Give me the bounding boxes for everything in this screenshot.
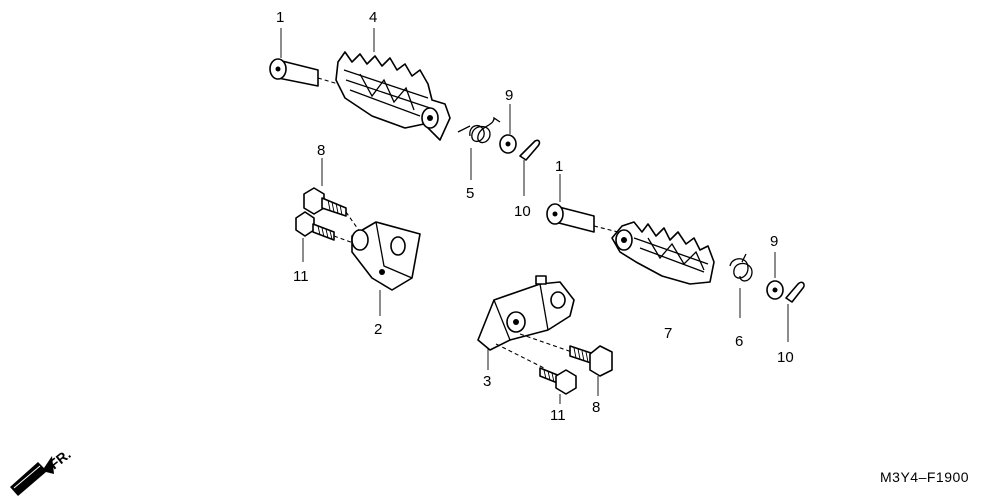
callout-1-mid: 1 [555, 158, 563, 175]
flange-bolt-bottom-small [539, 367, 577, 404]
callout-10-right: 10 [777, 349, 794, 366]
callout-9-top: 9 [505, 87, 513, 104]
bracket-left [351, 221, 421, 316]
flange-bolt-bottom [569, 345, 613, 396]
cotter-pin-right [785, 281, 805, 342]
callout-4: 4 [369, 9, 377, 26]
callout-8-bottom: 8 [592, 399, 600, 416]
footpeg-right [611, 221, 715, 285]
bracket-bottom [477, 275, 575, 370]
washer-right [766, 252, 784, 300]
callout-11-left: 11 [293, 268, 309, 285]
callout-8-left: 8 [317, 142, 325, 159]
callout-7: 7 [664, 325, 672, 342]
spring-right [729, 253, 753, 318]
callout-1-top: 1 [276, 9, 284, 26]
callout-5: 5 [466, 185, 474, 202]
cotter-pin-top [519, 139, 541, 196]
callout-2: 2 [374, 321, 382, 338]
callout-9-right: 9 [770, 233, 778, 250]
callout-10-top: 10 [514, 203, 531, 220]
diagram-code: M3Y4–F1900 [880, 469, 969, 485]
front-direction-arrow: FR. [10, 446, 74, 496]
callout-6: 6 [735, 333, 743, 350]
spring-top [457, 116, 501, 180]
footpeg-top [335, 28, 451, 141]
footpeg-pin-mid [546, 174, 619, 233]
callout-3: 3 [483, 373, 491, 390]
flange-bolt-left [303, 158, 361, 233]
flange-bolt-left-small [295, 211, 357, 262]
washer-top [499, 104, 517, 154]
footpeg-pin-top [269, 28, 346, 87]
callout-11-bottom: 11 [550, 407, 566, 424]
